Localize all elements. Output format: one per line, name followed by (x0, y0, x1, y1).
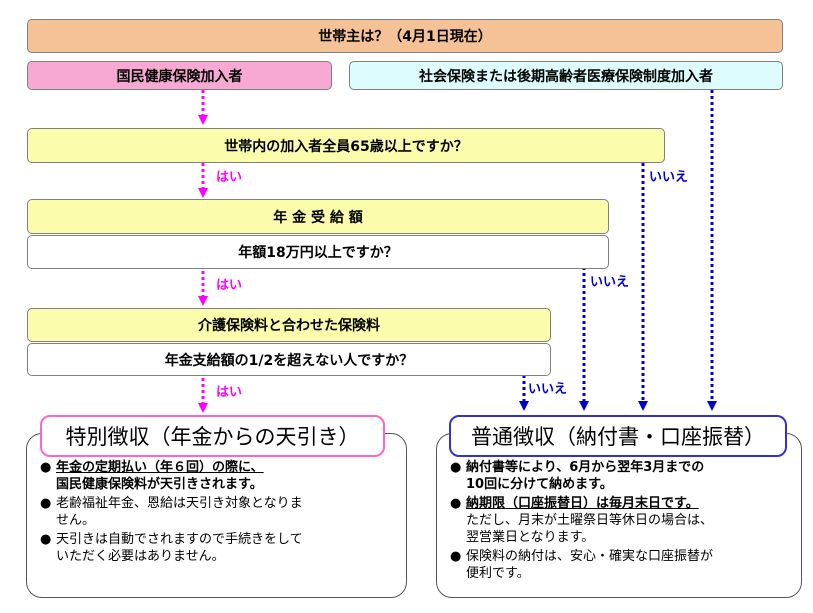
normal-collection-title: 普通徴収（納付書・口座振替） (471, 425, 765, 449)
care-title: 介護保険料と合わせた保険料 (198, 318, 380, 334)
special-bullet-2: ● (40, 496, 52, 511)
national-insurance-box: 国民健康保険加入者 (27, 61, 332, 90)
special-item-2-line-2: せん。 (56, 513, 96, 528)
pension-amount-question: 年額18万円以上ですか？ (238, 245, 398, 261)
normal-bullet-3: ● (450, 549, 462, 564)
q1-box: 世帯内の加入者全員65歳以上ですか？ (27, 128, 665, 163)
pension-amount-question-box: 年額18万円以上ですか？ (27, 235, 609, 269)
special-item-3-line-2: いただく必要はありません。 (56, 549, 225, 564)
header-title: 世帯主は？（4月1日現在） (318, 29, 492, 45)
national-insurance-label: 国民健康保険加入者 (116, 68, 243, 85)
care-title-box: 介護保険料と合わせた保険料 (27, 308, 551, 342)
special-collection-panel: ● 年金の定期払い（年６回）の際に、 国民健康保険料が天引きされます。 ● 老齢… (26, 433, 407, 598)
care-question-box: 年金支給額の1/2を超えない人ですか？ (27, 343, 551, 376)
no-label-3: いいえ (528, 382, 568, 397)
yes-label-2: はい (216, 278, 243, 293)
normal-item-3-line-2: 便利です。 (466, 566, 530, 581)
special-collection-title: 特別徴収（年金からの天引き） (65, 425, 360, 449)
pension-amount-title-box: 年 金 受 給 額 (27, 199, 609, 234)
normal-item-1-line-2: 10回に分けて納めます。 (466, 477, 613, 492)
q1-text: 世帯内の加入者全員65歳以上ですか？ (224, 138, 468, 155)
special-item-1-line-1: 年金の定期払い（年６回）の際に、 (56, 460, 264, 475)
special-item-2-line-1: 老齢福祉年金、恩給は天引き対象となりま (56, 496, 303, 511)
no-label-1: いいえ (649, 170, 689, 185)
special-bullet-3: ● (40, 532, 52, 547)
normal-collection-panel: ● 納付書等により、6月から翌年3月までの 10回に分けて納めます。 ● 納期限… (436, 433, 802, 598)
normal-bullet-1: ● (450, 460, 462, 475)
normal-item-3-line-1: 保険料の納付は、安心・確実な口座振替が (466, 549, 714, 564)
care-question: 年金支給額の1/2を超えない人ですか？ (164, 352, 414, 369)
normal-collection-title-box: 普通徴収（納付書・口座振替） (449, 415, 787, 457)
yes-label-1: はい (216, 170, 243, 185)
normal-item-1-line-1: 納付書等により、6月から翌年3月までの (466, 460, 705, 475)
special-item-1-line-2: 国民健康保険料が天引きされます。 (56, 477, 263, 492)
no-label-2: いいえ (590, 275, 630, 290)
header-box: 世帯主は？（4月1日現在） (27, 19, 783, 53)
pension-amount-title: 年 金 受 給 額 (273, 209, 363, 226)
normal-bullet-2: ● (450, 496, 462, 511)
normal-item-2-line-1: 納期限（口座振替日）は毎月末日です。 (466, 496, 699, 511)
yes-label-3: はい (216, 385, 243, 400)
special-item-3-line-1: 天引きは自動でされますので手続きをして (56, 532, 303, 547)
normal-item-2-line-2: ただし、月末が土曜祭日等休日の場合は、 (466, 513, 714, 528)
special-collection-title-box: 特別徴収（年金からの天引き） (40, 415, 385, 457)
normal-item-2-line-3: 翌営業日となります。 (466, 530, 595, 545)
social-insurance-label: 社会保険または後期高齢者医療保険制度加入者 (419, 68, 713, 85)
social-insurance-box: 社会保険または後期高齢者医療保険制度加入者 (349, 61, 783, 90)
special-bullet-1: ● (40, 460, 52, 475)
